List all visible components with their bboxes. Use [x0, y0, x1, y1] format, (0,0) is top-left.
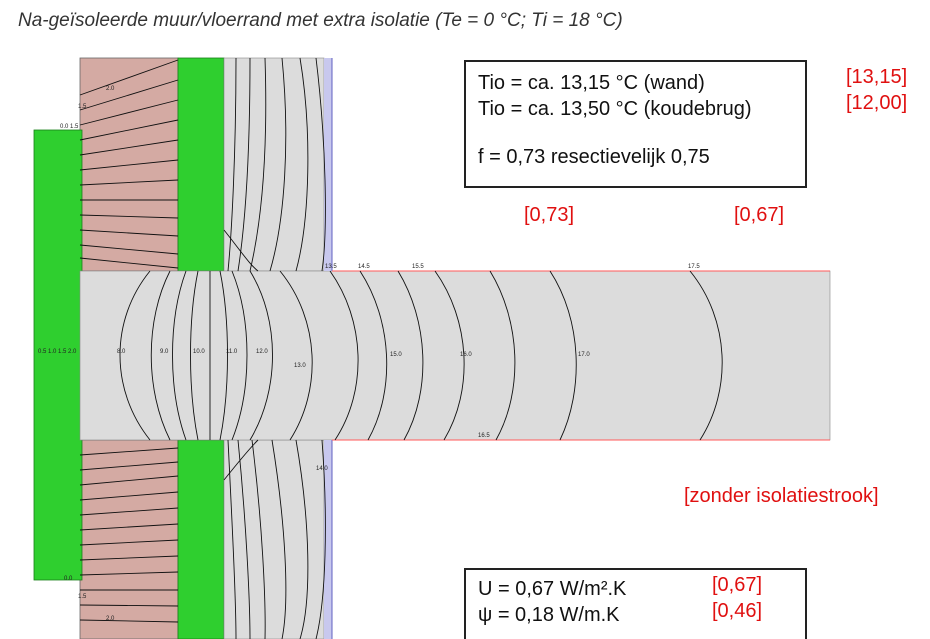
floor-slab — [79, 270, 831, 441]
page-title: Na-geïsoleerde muur/vloerrand met extra … — [18, 10, 623, 31]
f-factor-line: f = 0,73 resectievelijk 0,75 — [478, 146, 710, 168]
u-alt: [0,67] — [712, 574, 763, 596]
isotherm-label-top: 14.5 — [358, 264, 370, 270]
isotherm-label-left: 0.5 1.0 1.5 2.0 — [38, 349, 77, 355]
isotherm-label-brick-lower: 2.0 — [106, 616, 115, 622]
cavity-insulation-lower — [177, 439, 225, 639]
isotherm-label-mid: 17.0 — [578, 352, 590, 358]
u-value-line: U = 0,67 W/m².K — [478, 578, 627, 600]
inner-wall-lower — [223, 439, 325, 639]
isotherm-label-brick-upper: 1.5 — [78, 104, 87, 110]
tio-koudebrug-line: Tio = ca. 13,50 °C (koudebrug) — [478, 98, 752, 120]
isotherm-label-top: 15.5 — [412, 264, 424, 270]
inner-wall-upper — [223, 57, 325, 272]
tio-koudebrug-alt: [12,00] — [846, 92, 908, 114]
isotherm-labels: 13.5 14.5 15.5 17.5 8.0 9.0 10.0 11.0 12.0 13.0 15… — [38, 86, 700, 622]
isotherm-lines — [79, 57, 723, 639]
isotherm-label-mid: 13.0 — [294, 363, 306, 369]
psi-alt: [0,46] — [712, 600, 763, 622]
cavity-insulation-upper — [177, 57, 225, 272]
isotherm-label-top: 13.5 — [325, 264, 337, 270]
results-box: Tio = ca. 13,15 °C (wand) Tio = ca. 13,5… — [464, 60, 807, 188]
isotherm-label-mid: 10.0 — [193, 349, 205, 355]
isotherm-label-mid: 11.0 — [226, 349, 238, 355]
isotherm-label-mid: 16.0 — [460, 352, 472, 358]
isotherm-label-brick-lower: 1.5 — [78, 594, 87, 600]
isotherm-label-brick-upper: 0.0 1.5 — [60, 124, 79, 130]
finish-layer-lower — [324, 440, 332, 639]
isotherm-label-brick-upper: 2.0 — [106, 86, 115, 92]
isotherm-label-mid: 9.0 — [160, 349, 169, 355]
psi-value-line: ψ = 0,18 W/m.K — [478, 604, 620, 626]
isotherm-label-mid: 8.0 — [117, 349, 126, 355]
isotherm-label-bottom: 16.5 — [478, 433, 490, 439]
tio-wand-alt: [13,15] — [846, 66, 908, 88]
isotherm-label-wall: 14.0 — [316, 466, 328, 472]
isotherm-label-mid: 15.0 — [390, 352, 402, 358]
exterior-insulation-strip — [33, 129, 83, 581]
f-alt-2: [0,67] — [734, 204, 785, 226]
finish-layer-upper — [324, 58, 332, 271]
variant-note: [zonder isolatiestrook] — [684, 485, 879, 507]
isotherm-label-brick-lower: 0.0 — [64, 576, 73, 582]
isotherm-label-top: 17.5 — [688, 264, 700, 270]
f-alt-1: [0,73] — [524, 204, 575, 226]
brick-wall-lower — [79, 439, 179, 639]
isotherm-label-mid: 12.0 — [256, 349, 268, 355]
tio-wand-line: Tio = ca. 13,15 °C (wand) — [478, 72, 705, 94]
u-psi-box: U = 0,67 W/m².K ψ = 0,18 W/m.K — [464, 568, 807, 639]
